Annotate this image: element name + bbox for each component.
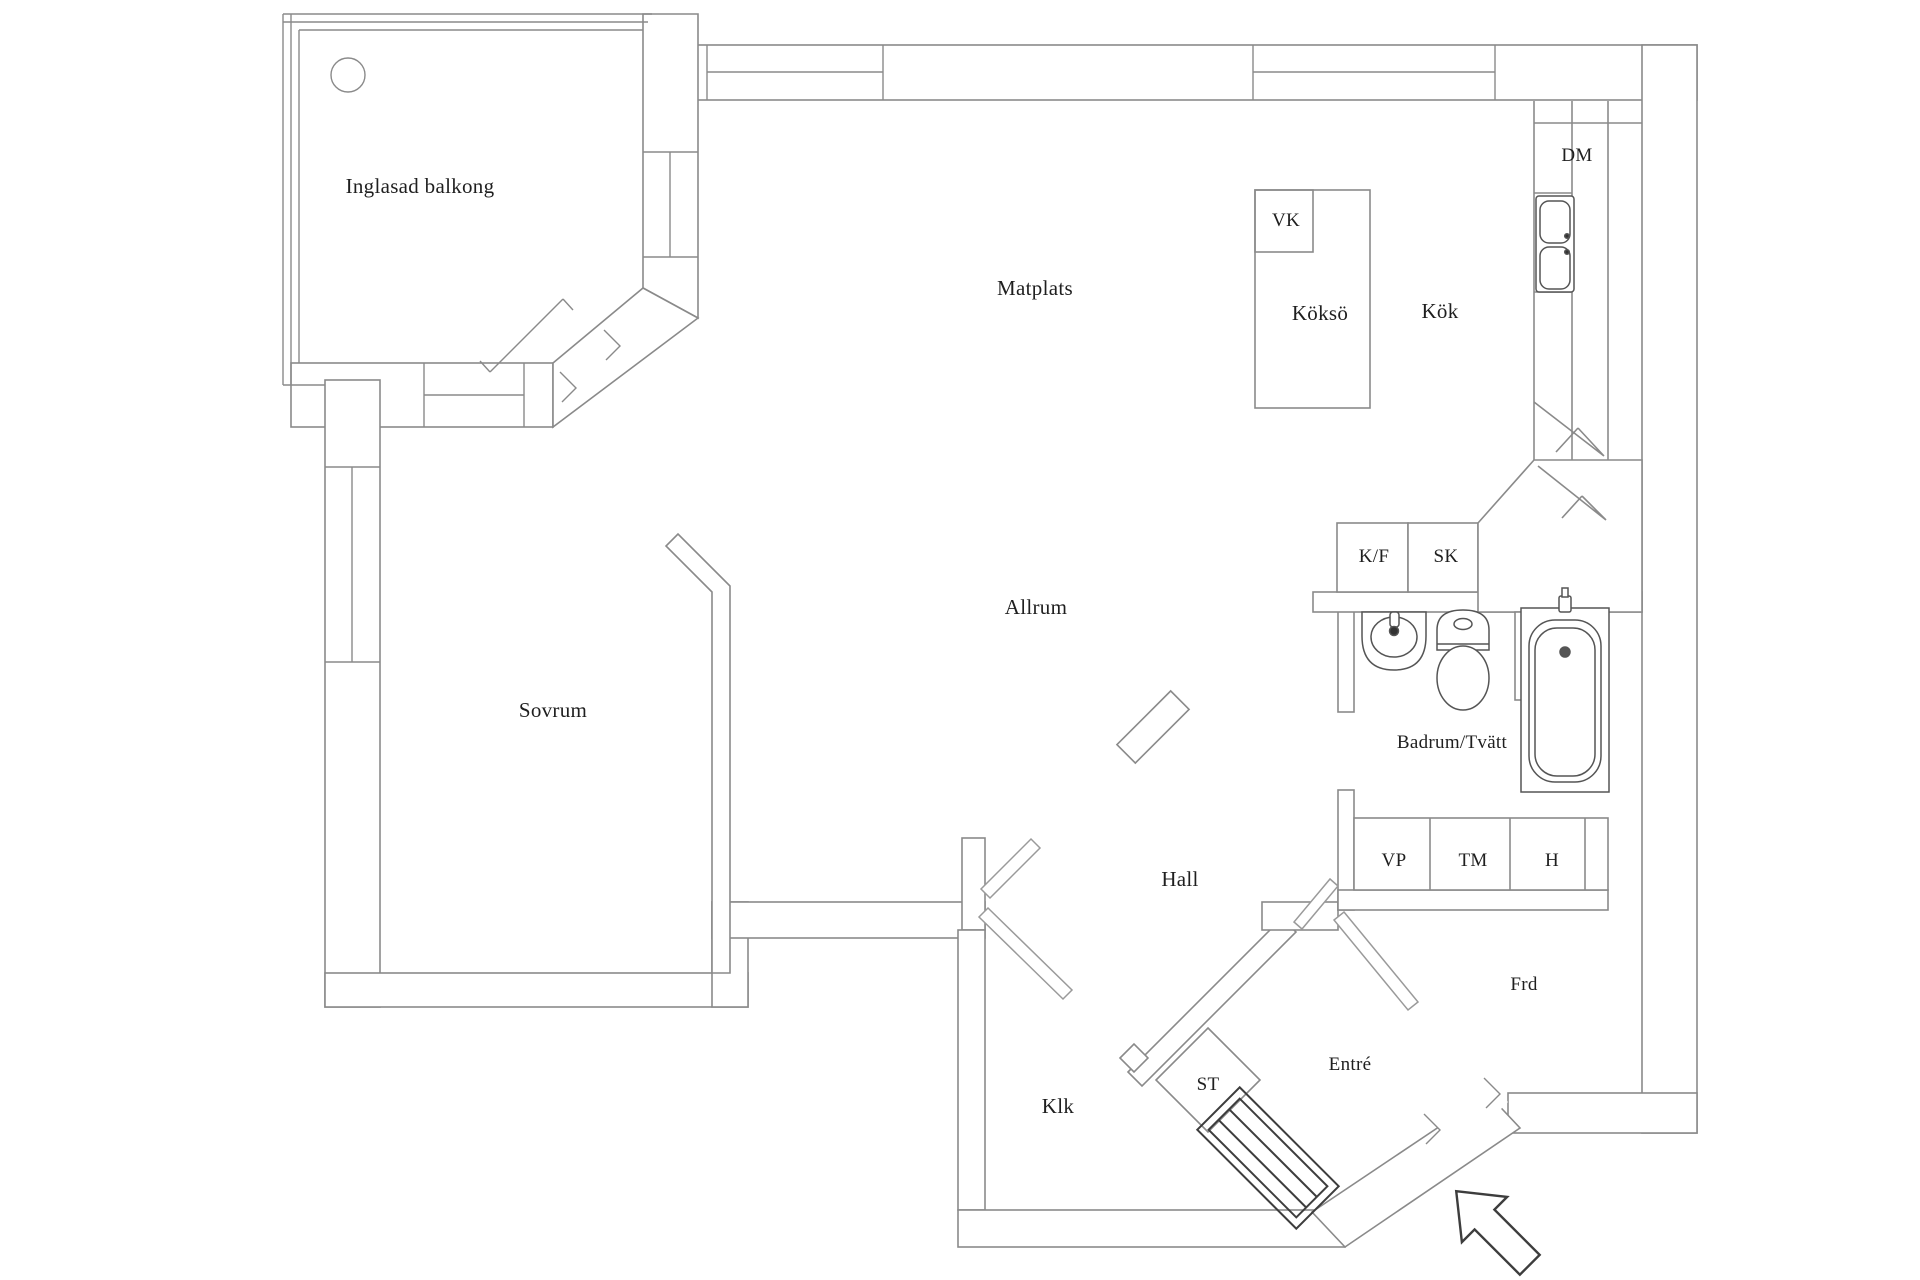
wall-st-notch [1118,1042,1150,1074]
label-vk: VK [1272,210,1300,231]
balcony-glazing [282,13,652,386]
label-kitchen: Kök [1421,299,1458,323]
label-tm: TM [1458,850,1487,871]
wall-bedroom-bottom [324,972,749,1008]
wall-st-diagonal [1126,916,1298,1088]
kitchen-island [1254,189,1371,409]
walls [290,13,1698,1249]
label-h: H [1545,850,1559,871]
label-st: ST [1197,1074,1220,1095]
label-frd: Frd [1510,974,1537,995]
bathroom-sink-icon [1361,611,1427,671]
hall-door-leaf [979,837,1042,900]
shoe-rack-icon [1195,1085,1341,1231]
label-entrance: Entré [1329,1054,1372,1075]
st-closet [1154,1026,1262,1134]
cabinet-corner-block [1477,459,1643,613]
room-labels: Inglasad balkong Matplats VK Köksö Kök D… [346,145,1593,1118]
klk-door-leaf [977,906,1074,1001]
balcony-corner-glass [489,298,564,373]
frd-door-leaf [1332,910,1420,1012]
kitchen-sink-icon [1535,195,1575,293]
windows [325,45,1496,663]
closet-row [1353,817,1609,891]
wall-hall-south [711,901,986,939]
entry-arrow-icon [1454,1189,1542,1277]
label-sk: SK [1434,546,1459,567]
label-vp: VP [1382,850,1407,871]
wall-frd-bottom [1507,1092,1698,1134]
vk-cabinet [1254,189,1314,253]
wall-klk-left [957,929,986,1211]
corner-cabinet-icon [1533,401,1605,457]
label-bathroom: Badrum/Tvätt [1397,732,1508,753]
label-dm: DM [1561,145,1592,166]
wall-bedroom-partition [664,532,731,974]
label-klk: Klk [1042,1094,1075,1118]
balcony-ceiling-light-icon [330,57,366,93]
wall-frd-top [1337,889,1609,911]
balcony-door-opening [559,306,655,403]
bathtub-icon [1520,587,1610,793]
entry-door-opening [1423,1072,1508,1150]
cabinet-sk [1407,522,1479,593]
label-living: Allrum [1005,595,1067,619]
wall-right [1641,44,1698,1134]
label-balcony: Inglasad balkong [346,174,495,198]
bathroom-door-leaf [1292,877,1340,931]
label-hall: Hall [1161,867,1198,891]
door-leaves [977,837,1420,1012]
label-island: Köksö [1292,301,1348,325]
toilet-icon [1436,609,1490,711]
label-bedroom: Sovrum [519,698,587,722]
label-kf: K/F [1359,546,1389,567]
living-wall-stub [1115,689,1191,765]
label-dining: Matplats [997,276,1073,300]
cabinet-kf [1336,522,1409,593]
corner-cabinet-icon [1537,465,1607,521]
wall-klk-bottom [957,1209,1346,1248]
